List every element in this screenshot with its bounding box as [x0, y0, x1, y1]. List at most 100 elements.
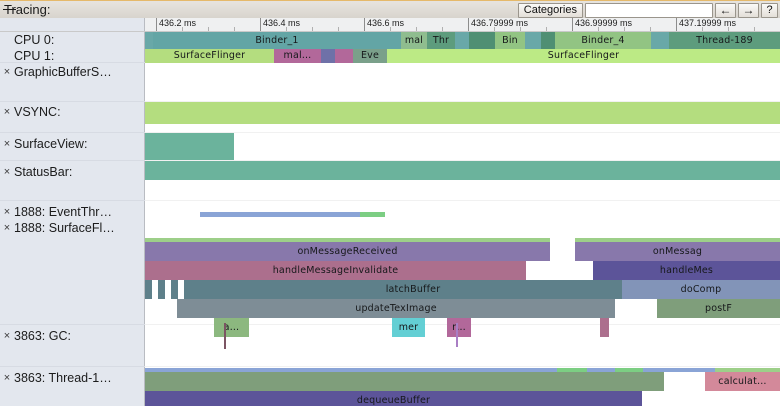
- ruler-minor-tick: [520, 27, 523, 31]
- surfaceflinger-slice-depth3[interactable]: updateTexImage: [177, 299, 615, 318]
- close-icon[interactable]: ×: [3, 222, 11, 234]
- thread1-slice-depth1[interactable]: dequeueBuffer: [145, 391, 642, 406]
- sidebar-item-cpu-1[interactable]: CPU 1:: [0, 50, 144, 63]
- cpu0-slice[interactable]: [455, 32, 469, 49]
- surfaceflinger-slice-depth2[interactable]: [158, 280, 165, 299]
- close-icon[interactable]: ×: [3, 206, 11, 218]
- cpu0-slice[interactable]: [651, 32, 669, 49]
- surfaceflinger-slice-depth2[interactable]: latchBuffer: [184, 280, 642, 299]
- surfaceflinger-slice-depth3[interactable]: postF: [657, 299, 780, 318]
- surfaceflinger-slice-depth0[interactable]: onMessageReceived: [145, 242, 550, 261]
- cpu1-slice[interactable]: SurfaceFlinger: [387, 49, 780, 63]
- sidebar-item-1888-eventthr[interactable]: ×1888: EventThr…: [0, 206, 144, 219]
- sidebar-item-label: StatusBar:: [14, 166, 73, 179]
- surfaceflinger-slice-depth2[interactable]: [171, 280, 178, 299]
- ruler-minor-tick: [624, 27, 627, 31]
- thread1-slice-depth0[interactable]: calculat…: [705, 372, 780, 391]
- surfaceflinger-rule[interactable]: [145, 238, 550, 242]
- sidebar-item-label: 3863: GC:: [14, 330, 71, 343]
- thread1-tick-slice[interactable]: [592, 368, 612, 372]
- sidebar-item-vsync[interactable]: ×VSYNC:: [0, 106, 144, 119]
- surfaceflinger-slice-depth1[interactable]: handleMes: [593, 261, 780, 280]
- cpu0-slice[interactable]: Binder_4: [555, 32, 651, 49]
- sidebar-item-surfaceview[interactable]: ×SurfaceView:: [0, 138, 144, 151]
- sidebar-item-graphicbuffers[interactable]: ×GraphicBufferS…: [0, 66, 144, 79]
- cpu0-slice[interactable]: Binder_1: [153, 32, 401, 49]
- thread1-slice-depth0[interactable]: [145, 372, 664, 391]
- surfaceflinger-rule[interactable]: [575, 238, 780, 242]
- surfaceview-slice[interactable]: [234, 133, 780, 160]
- surfaceflinger-slice-depth0[interactable]: onMessag: [575, 242, 780, 261]
- cpu1-slice[interactable]: Eve: [353, 49, 387, 63]
- sidebar-item-3863-gc[interactable]: ×3863: GC:: [0, 330, 144, 343]
- eventthread-slice[interactable]: [200, 212, 360, 217]
- ruler-minor-tick: [494, 27, 497, 31]
- surfaceflinger-slice-depth2[interactable]: doComp: [622, 280, 780, 299]
- ruler-minor-tick: [702, 27, 705, 31]
- cpu0-slice[interactable]: [541, 32, 555, 49]
- cpu0-slice[interactable]: mal: [401, 32, 427, 49]
- sidebar-item-cpu-0[interactable]: CPU 0:: [0, 34, 144, 47]
- ruler-minor-tick: [442, 27, 445, 31]
- cpu0-slice[interactable]: Thread-189: [669, 32, 780, 49]
- close-icon[interactable]: ×: [3, 66, 11, 78]
- flow-arrow: [456, 323, 458, 347]
- close-icon[interactable]: ×: [3, 166, 11, 178]
- cpu0-slice[interactable]: [469, 32, 495, 49]
- sidebar-item-label: 1888: EventThr…: [14, 206, 112, 219]
- sidebar-item-statusbar[interactable]: ×StatusBar:: [0, 166, 144, 179]
- sidebar-item-3863-thread-1[interactable]: ×3863: Thread-1…: [0, 372, 144, 385]
- sidebar-item-1888-surfacefl[interactable]: ×1888: SurfaceFl…: [0, 222, 144, 235]
- thread1-tick-slice[interactable]: [145, 368, 715, 372]
- sidebar-divider: [0, 101, 145, 102]
- close-icon[interactable]: ×: [3, 330, 11, 342]
- cpu1-slice[interactable]: [321, 49, 335, 63]
- statusbar-slice[interactable]: [145, 161, 780, 180]
- vsync-slice[interactable]: [145, 102, 780, 124]
- cpu0-slice[interactable]: Bin: [495, 32, 525, 49]
- sidebar-divider: [0, 324, 145, 325]
- ruler-tick-label: 436.6 ms: [364, 18, 404, 31]
- surfaceview-slice[interactable]: [145, 133, 234, 160]
- surfaceflinger-slice-depth1[interactable]: handleMessageInvalidate: [145, 261, 526, 280]
- surfaceflinger-slice-depth4[interactable]: [600, 318, 609, 337]
- categories-button[interactable]: Categories: [517, 2, 583, 18]
- search-input[interactable]: [585, 2, 713, 18]
- toolbar-controls: Categories ← → ?: [517, 2, 778, 18]
- ruler-minor-tick: [728, 27, 731, 31]
- cpu1-slice[interactable]: SurfaceFlinger: [145, 49, 274, 63]
- close-icon[interactable]: ×: [3, 138, 11, 150]
- cpu1-slice[interactable]: [335, 49, 353, 63]
- cpu0-slice[interactable]: [145, 32, 153, 49]
- track-divider: [145, 132, 780, 133]
- track-divider: [145, 366, 780, 367]
- prev-result-button[interactable]: ←: [715, 2, 736, 18]
- surfaceflinger-slice-depth2[interactable]: [145, 280, 152, 299]
- ruler-tick-label: 436.79999 ms: [468, 18, 528, 31]
- cpu1-slice[interactable]: mal…: [274, 49, 321, 63]
- thread1-tick-slice[interactable]: [643, 368, 657, 372]
- ruler-minor-tick: [546, 27, 549, 31]
- ruler-minor-tick: [650, 27, 653, 31]
- surfaceflinger-slice-depth4[interactable]: r…: [447, 318, 471, 337]
- close-icon[interactable]: ×: [3, 106, 11, 118]
- sidebar-divider: [0, 200, 145, 201]
- surfaceflinger-slice-depth4[interactable]: mer: [392, 318, 425, 337]
- thread1-tick-slice[interactable]: [557, 368, 587, 372]
- close-icon[interactable]: ×: [3, 372, 11, 384]
- thread1-tick-slice[interactable]: [615, 368, 643, 372]
- surfaceflinger-slice-depth4[interactable]: a…: [214, 318, 249, 337]
- sidebar-divider: [0, 160, 145, 161]
- cpu0-slice[interactable]: Thr: [427, 32, 455, 49]
- sidebar-item-label: CPU 1:: [14, 50, 55, 63]
- next-result-button[interactable]: →: [738, 2, 759, 18]
- track-divider: [145, 200, 780, 201]
- ruler-tick-label: 436.2 ms: [156, 18, 196, 31]
- cpu0-slice[interactable]: [525, 32, 541, 49]
- help-button[interactable]: ?: [761, 2, 778, 18]
- eventthread-slice[interactable]: [360, 212, 385, 217]
- ruler-minor-tick: [234, 27, 237, 31]
